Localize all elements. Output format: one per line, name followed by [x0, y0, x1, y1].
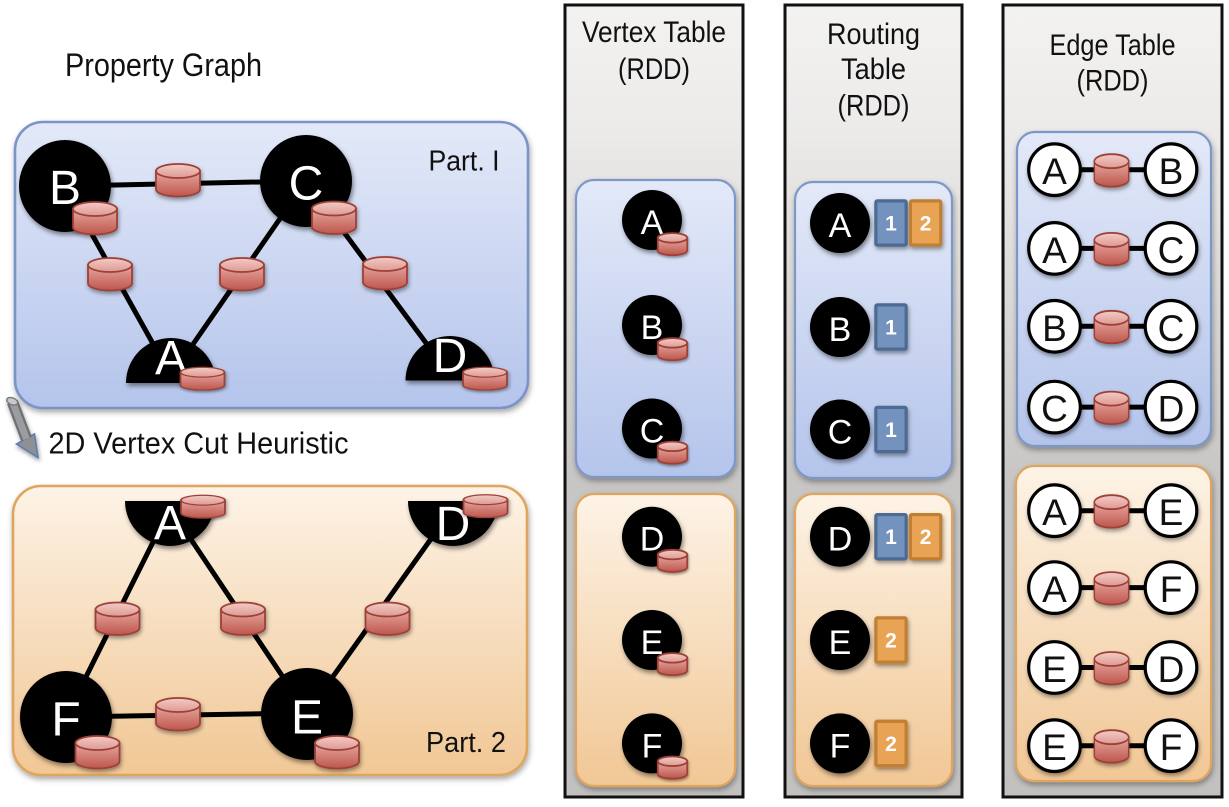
svg-text:E: E [641, 624, 664, 662]
svg-text:C: C [1158, 230, 1185, 271]
svg-text:C: C [828, 414, 853, 452]
svg-text:E: E [1042, 727, 1067, 768]
svg-text:D: D [1158, 389, 1185, 430]
svg-text:F: F [642, 727, 663, 765]
svg-text:E: E [829, 624, 852, 662]
svg-text:C: C [1158, 308, 1185, 349]
svg-text:B: B [1159, 151, 1184, 192]
svg-text:Part. 2: Part. 2 [426, 727, 506, 759]
svg-text:C: C [289, 158, 324, 211]
svg-text:2: 2 [885, 733, 897, 756]
svg-text:F: F [1160, 569, 1183, 610]
svg-text:A: A [1042, 230, 1067, 271]
svg-text:Edge Table: Edge Table [1050, 29, 1176, 62]
svg-text:(RDD): (RDD) [1077, 65, 1149, 98]
svg-text:B: B [829, 311, 852, 349]
svg-text:E: E [1159, 492, 1184, 533]
svg-text:Part. I: Part. I [429, 146, 500, 178]
svg-text:Routing: Routing [827, 18, 920, 51]
svg-text:E: E [1042, 649, 1067, 690]
svg-text:C: C [1041, 389, 1068, 430]
svg-text:(RDD): (RDD) [618, 53, 690, 86]
svg-text:Table: Table [841, 53, 906, 86]
svg-text:Vertex Table: Vertex Table [582, 16, 726, 49]
svg-text:F: F [830, 727, 851, 765]
svg-text:E: E [291, 692, 323, 745]
svg-text:1: 1 [885, 213, 897, 236]
svg-text:A: A [1042, 492, 1067, 533]
svg-text:D: D [1158, 649, 1185, 690]
svg-text:F: F [1160, 727, 1183, 768]
svg-text:A: A [1042, 569, 1067, 610]
svg-text:A: A [641, 204, 664, 242]
svg-text:F: F [51, 694, 80, 747]
svg-text:1: 1 [885, 526, 897, 549]
svg-text:Property Graph: Property Graph [65, 47, 262, 83]
svg-text:D: D [828, 521, 853, 559]
svg-text:D: D [433, 330, 468, 383]
svg-text:(RDD): (RDD) [838, 90, 910, 123]
svg-text:1: 1 [885, 419, 897, 442]
svg-text:1: 1 [885, 317, 897, 340]
svg-text:2: 2 [885, 630, 897, 653]
svg-text:2: 2 [920, 526, 932, 549]
svg-text:A: A [829, 207, 852, 245]
svg-text:B: B [641, 309, 664, 347]
svg-text:2: 2 [920, 213, 932, 236]
svg-text:2D Vertex Cut Heuristic: 2D Vertex Cut Heuristic [49, 426, 349, 461]
svg-text:B: B [1042, 308, 1067, 349]
svg-text:A: A [1042, 151, 1067, 192]
